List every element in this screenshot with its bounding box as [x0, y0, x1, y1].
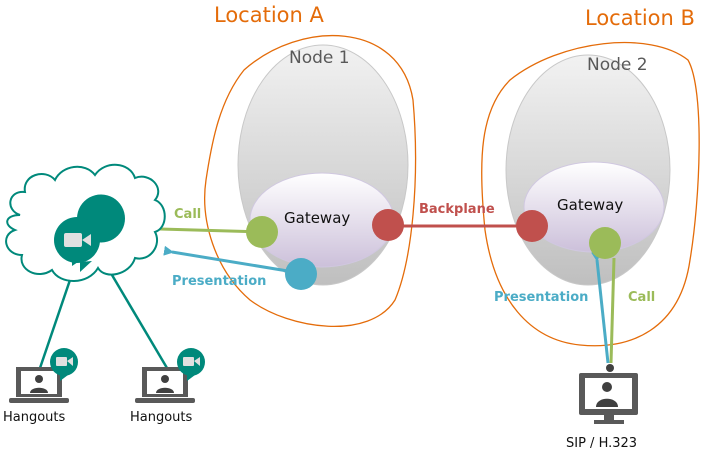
- hangouts-1-label: Hangouts: [3, 410, 66, 425]
- call-port-a: [246, 216, 278, 248]
- backplane-label: Backplane: [419, 202, 495, 217]
- location-a-boundary: [204, 35, 417, 327]
- location-a-label: Location A: [214, 3, 324, 27]
- backplane-port-a: [372, 209, 404, 241]
- node-1-label: Node 1: [289, 48, 350, 68]
- presentation-label-b: Presentation: [494, 290, 589, 305]
- location-b-boundary: [480, 41, 700, 347]
- hangouts-2-label: Hangouts: [130, 410, 193, 425]
- hangouts-laptop-2-icon: [135, 348, 205, 403]
- location-b-label: Location B: [585, 6, 695, 30]
- node-1-gateway-label: Gateway: [284, 209, 351, 227]
- hangouts-laptop-1-icon: [9, 348, 78, 403]
- backplane-port-b: [516, 210, 548, 242]
- call-label-b: Call: [628, 290, 656, 305]
- presentation-port-a: [285, 258, 317, 290]
- node-2-gateway-label: Gateway: [557, 196, 624, 214]
- sip-endpoint-icon: [579, 364, 638, 424]
- call-line-b: [609, 257, 616, 364]
- call-label-a: Call: [174, 207, 202, 222]
- node-2-label: Node 2: [587, 55, 648, 75]
- call-port-b: [589, 227, 621, 259]
- cloud-link-1: [38, 279, 72, 369]
- hangouts-meet-icon: [54, 194, 125, 272]
- sip-label: SIP / H.323: [566, 436, 638, 451]
- presentation-arrow-b: [591, 251, 610, 364]
- cloud-link-2: [110, 274, 169, 369]
- presentation-arrow-a: [163, 245, 301, 275]
- presentation-label-a: Presentation: [172, 274, 267, 289]
- call-line-a: [159, 227, 263, 234]
